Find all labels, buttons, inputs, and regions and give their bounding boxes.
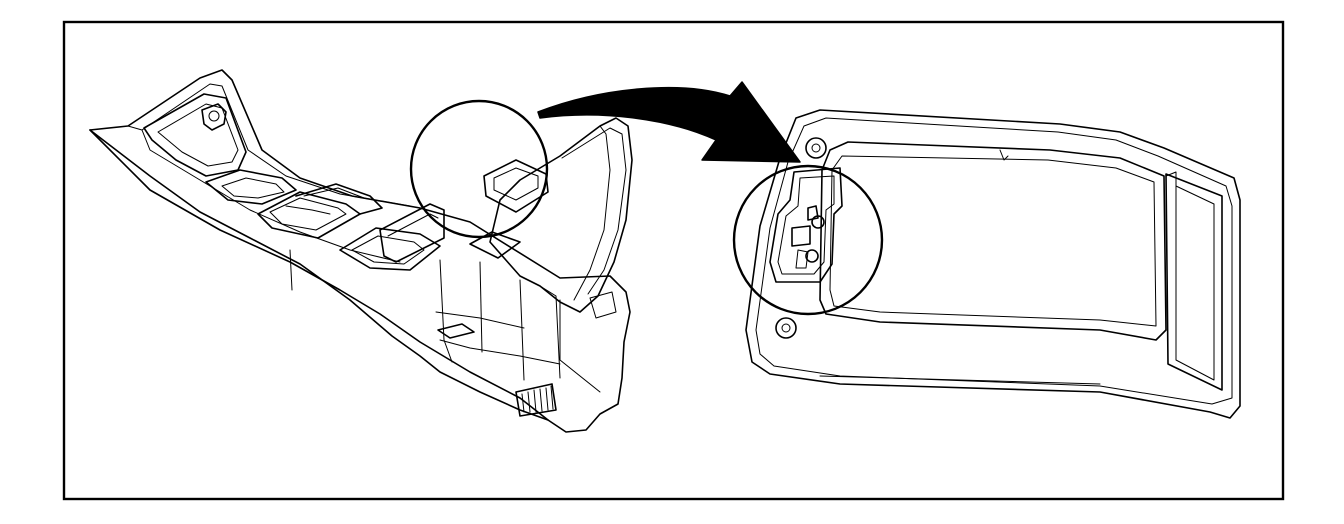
detail-callout-circle-left xyxy=(409,99,549,239)
direction-arrow xyxy=(537,81,801,163)
center-console xyxy=(89,69,633,433)
rear-vent-slats xyxy=(521,385,554,413)
detail-callout-circle-right xyxy=(732,164,884,316)
